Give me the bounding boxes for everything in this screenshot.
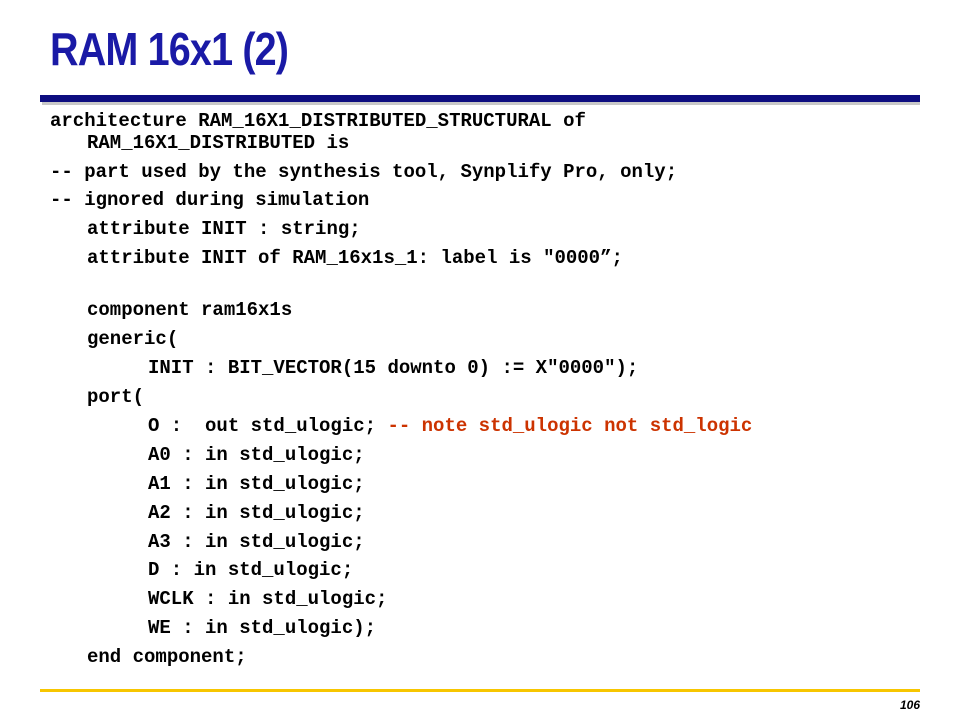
code-segment: O : out std_ulogic;	[148, 415, 388, 437]
code-line: -- ignored during simulation	[50, 189, 370, 211]
page-number: 106	[899, 698, 920, 712]
code-line: attribute INIT : string;	[87, 218, 361, 240]
footer-rule	[40, 689, 920, 692]
title-underline-bar	[40, 95, 920, 102]
code-line: end component;	[87, 646, 247, 668]
code-line: WE : in std_ulogic);	[148, 617, 377, 639]
code-line: -- part used by the synthesis tool, Synp…	[50, 161, 678, 183]
code-line: component ram16x1s	[87, 299, 293, 321]
code-line: A3 : in std_ulogic;	[148, 531, 365, 553]
code-line: RAM_16X1_DISTRIBUTED is	[87, 132, 350, 154]
code-line: WCLK : in std_ulogic;	[148, 588, 388, 610]
code-comment: -- note std_ulogic not std_logic	[387, 415, 753, 437]
code-line: INIT : BIT_VECTOR(15 downto 0) := X"0000…	[148, 357, 639, 379]
code-line: A0 : in std_ulogic;	[148, 444, 365, 466]
code-line: A1 : in std_ulogic;	[148, 473, 365, 495]
code-line: A2 : in std_ulogic;	[148, 502, 365, 524]
code-line: generic(	[87, 328, 179, 350]
code-line-with-comment: O : out std_ulogic; -- note std_ulogic n…	[148, 415, 752, 437]
slide-title: RAM 16x1 (2)	[50, 23, 289, 75]
code-line: attribute INIT of RAM_16x1s_1: label is …	[87, 247, 623, 269]
code-line: D : in std_ulogic;	[148, 559, 354, 581]
code-line: architecture RAM_16X1_DISTRIBUTED_STRUCT…	[50, 110, 586, 132]
code-line: port(	[87, 386, 145, 408]
